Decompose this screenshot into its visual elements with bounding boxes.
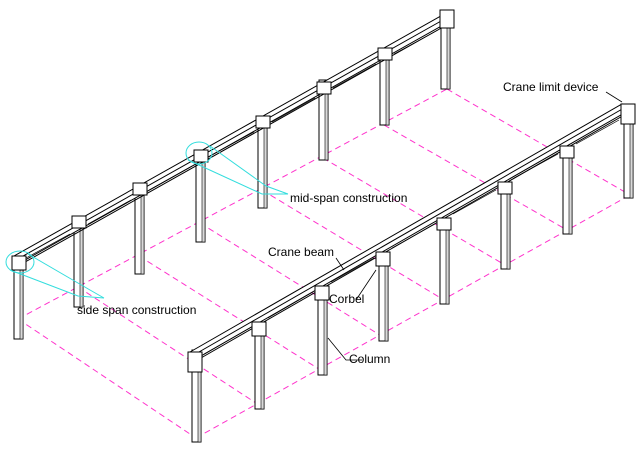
- leader-corbel: [355, 269, 377, 301]
- grid-line-front: [195, 194, 631, 439]
- grid-line-back: [17, 88, 448, 320]
- label-mid-span-construction: mid-span construction: [290, 191, 407, 205]
- column-back-4: [195, 155, 206, 243]
- label-corbel: Corbel: [329, 292, 364, 306]
- leader-crane-limit-device: [605, 91, 623, 103]
- grid-cross-1: [17, 318, 197, 439]
- column-back-3: [134, 187, 145, 275]
- column-front-6: [500, 185, 511, 270]
- side-span-highlight: [5, 250, 105, 299]
- grid-cross-8: [446, 88, 631, 196]
- column-front-2: [254, 325, 265, 410]
- back-crane-beam: [11, 9, 455, 271]
- back-columns: [13, 17, 451, 340]
- front-columns: [191, 109, 634, 443]
- leader-column: [327, 337, 362, 361]
- label-crane-beam: Crane beam: [268, 245, 334, 259]
- grid-cross-4: [199, 222, 384, 338]
- label-crane-limit-device: Crane limit device: [503, 80, 599, 94]
- ground-grid: [17, 88, 631, 439]
- leader-crane-beam: [335, 257, 345, 271]
- leader-lines: [327, 91, 623, 361]
- grid-cross-5: [261, 189, 445, 301]
- column-front-4: [378, 255, 389, 342]
- label-side-span-construction: side span construction: [77, 303, 196, 317]
- column-back-2: [73, 221, 84, 308]
- mid-span-highlight: [185, 141, 289, 195]
- grid-cross-3: [138, 255, 323, 372]
- grid-cross-6: [322, 157, 506, 266]
- column-back-8: [440, 17, 451, 90]
- grid-cross-7: [383, 124, 568, 231]
- column-front-7: [562, 149, 573, 235]
- grid-cross-2: [77, 286, 260, 406]
- label-column: Column: [349, 352, 390, 366]
- column-back-5: [257, 121, 268, 209]
- column-front-5: [439, 221, 450, 305]
- column-front-3: [317, 289, 328, 376]
- front-crane-beam: [187, 103, 636, 373]
